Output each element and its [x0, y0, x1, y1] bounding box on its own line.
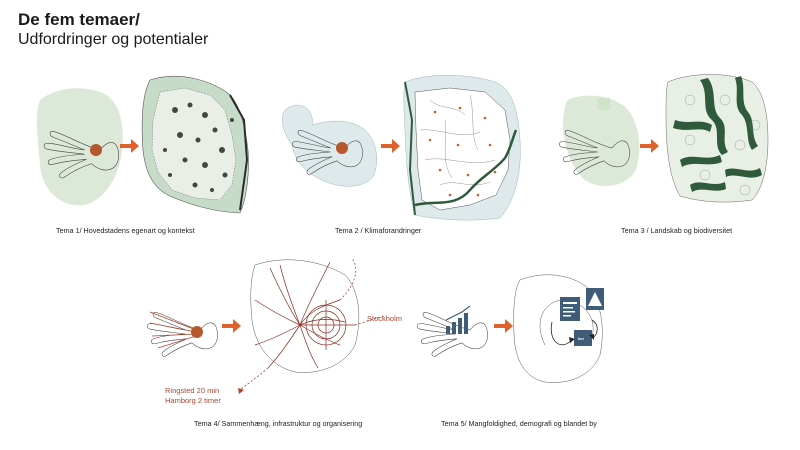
theme-3-arrow: [640, 139, 659, 153]
theme-2-illustration: [281, 75, 521, 221]
theme-2-caption: Tema 2 / Klimaforandringer: [335, 226, 422, 235]
theme-2-hand-map: [281, 104, 377, 187]
theme-3-hand-map: [559, 95, 640, 186]
theme-1-hand-map: [36, 88, 123, 206]
theme-1-caption: Tema 1/ Hovedstadens egenart og kontekst: [56, 226, 195, 235]
title-block: De fem temaer/ Udfordringer og potential…: [18, 10, 208, 50]
theme-2-arrow: [381, 139, 400, 153]
theme-3-illustration: [559, 74, 769, 203]
theme-1-arrow: [120, 139, 139, 153]
theme-5-caption: Tema 5/ Mangfoldighed, demografi og blan…: [441, 419, 597, 428]
bar-chart-icon: [445, 305, 471, 334]
theme-4-network-map: [238, 257, 386, 394]
theme-4-arrow: [222, 319, 241, 333]
km-label: km: [578, 336, 584, 341]
hamborg-label: Hamborg 2 timer: [165, 396, 221, 405]
capital-dot: [336, 142, 348, 154]
theme-5-hand-map: [417, 305, 488, 357]
theme-3-detail-map: [665, 74, 769, 203]
theme-1-detail-map: [141, 76, 249, 214]
theme-4-illustration: [147, 257, 386, 394]
ringsted-label: Ringsted 20 min: [165, 386, 219, 395]
page-subtitle: Udfordringer og potentialer: [18, 31, 209, 48]
document-icon: [560, 297, 580, 321]
capital-dot: [90, 144, 102, 156]
pyramid-icon: [586, 288, 604, 310]
theme-4-caption: Tema 4/ Sammenhæng, infrastruktur og org…: [194, 419, 362, 428]
theme-5-illustration: km: [417, 274, 604, 383]
theme-3-caption: Tema 3 / Landskab og biodiversitet: [621, 226, 732, 235]
theme-5-city-map: km: [513, 274, 604, 383]
theme-2-detail-map: [403, 75, 521, 221]
stockholm-label: Stockholm: [367, 314, 402, 323]
theme-5-arrow: [494, 319, 513, 333]
capital-dot: [191, 326, 203, 338]
legend-swatch: [598, 98, 610, 110]
page-title: De fem temaer/: [18, 10, 140, 29]
km-icon: km: [574, 330, 592, 346]
theme-4-hand-map: [147, 311, 218, 357]
theme-1-illustration: [36, 76, 249, 214]
